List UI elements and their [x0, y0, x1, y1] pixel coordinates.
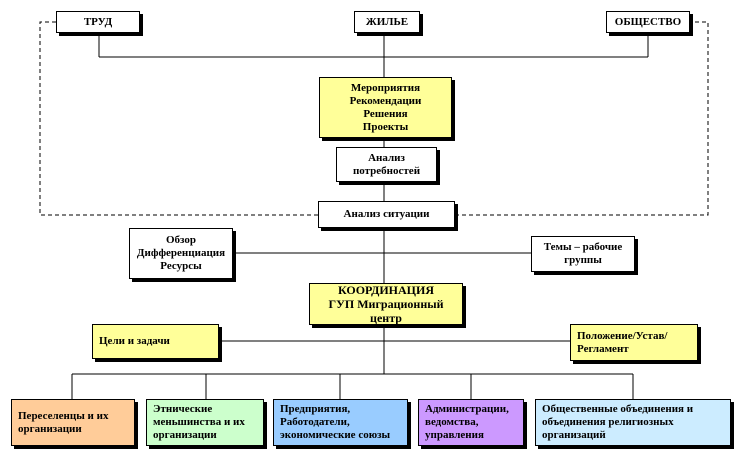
situation-analysis-box: Анализ ситуации — [318, 201, 455, 228]
administrations-box: Администрации, ведомства, управления — [418, 399, 524, 446]
labor-label: ТРУД — [83, 15, 113, 28]
migrants-label: Переселенцы и их организации — [18, 409, 109, 435]
overview-box: Обзор Дифференциация Ресурсы — [129, 228, 233, 279]
measures-label: Мероприятия Рекомендации Решения Проекты — [349, 81, 422, 133]
coordination-label: КООРДИНАЦИЯ ГУП Миграционный центр — [328, 283, 444, 325]
regulations-box: Положение/Устав/ Регламент — [570, 324, 698, 361]
enterprises-box: Предприятия, Работодатели, экономические… — [273, 399, 408, 446]
labor-box: ТРУД — [56, 11, 140, 33]
needs-analysis-label: Анализ потребностей — [352, 151, 421, 177]
themes-label: Темы – рабочие группы — [543, 241, 623, 266]
housing-label: ЖИЛЬЕ — [365, 15, 409, 28]
coordination-box: КООРДИНАЦИЯ ГУП Миграционный центр — [309, 283, 463, 325]
public-associations-label: Общественные объединения и объединения р… — [542, 403, 694, 441]
society-label: ОБЩЕСТВО — [614, 15, 682, 28]
measures-box: Мероприятия Рекомендации Решения Проекты — [319, 77, 452, 138]
society-box: ОБЩЕСТВО — [606, 11, 690, 33]
themes-box: Темы – рабочие группы — [531, 236, 635, 272]
goals-label: Цели и задачи — [99, 335, 170, 347]
goals-box: Цели и задачи — [92, 324, 219, 359]
dashed-frame — [39, 21, 709, 216]
administrations-label: Администрации, ведомства, управления — [425, 403, 509, 441]
needs-analysis-box: Анализ потребностей — [336, 147, 437, 182]
enterprises-label: Предприятия, Работодатели, экономические… — [280, 403, 391, 441]
ethnic-minorities-label: Этнические меньшинства и их организации — [153, 403, 245, 441]
public-associations-box: Общественные объединения и объединения р… — [535, 399, 731, 446]
migrants-box: Переселенцы и их организации — [11, 399, 135, 446]
ethnic-minorities-box: Этнические меньшинства и их организации — [146, 399, 264, 446]
overview-label: Обзор Дифференциация Ресурсы — [136, 234, 226, 272]
housing-box: ЖИЛЬЕ — [354, 11, 420, 33]
situation-analysis-label: Анализ ситуации — [343, 208, 430, 220]
regulations-label: Положение/Устав/ Регламент — [577, 329, 668, 355]
